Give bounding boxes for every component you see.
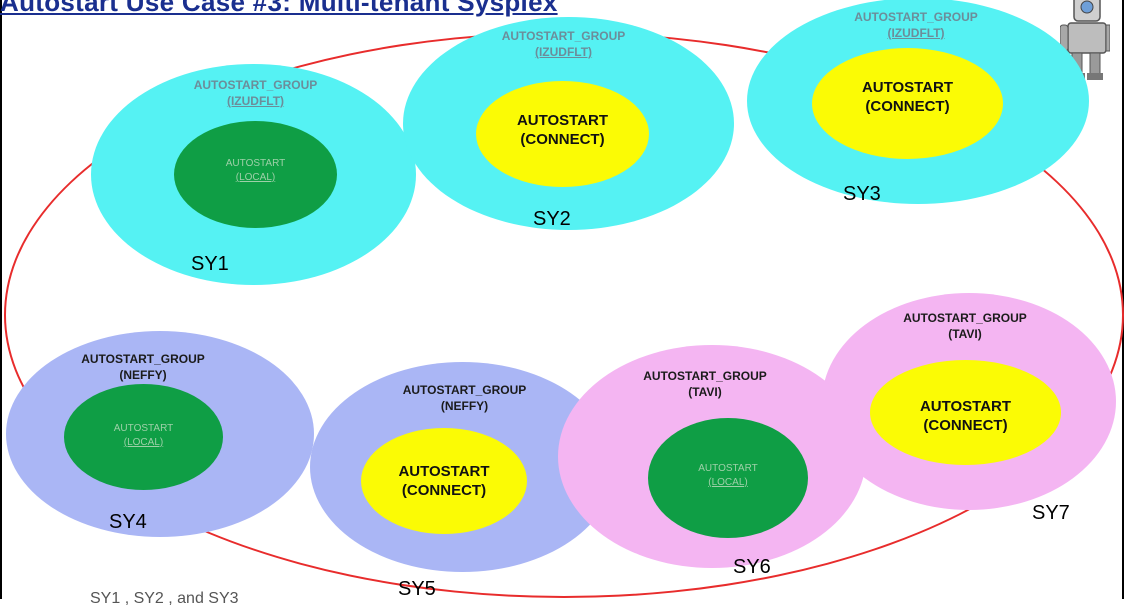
sy4-label: SY4 [109, 511, 147, 533]
sy4-group-label: AUTOSTART_GROUP(NEFFY) [81, 352, 205, 382]
sy7-group-label: AUTOSTART_GROUP(TAVI) [903, 311, 1027, 341]
sy5-autostart-label: AUTOSTART(CONNECT) [398, 463, 490, 499]
sy6-label: SY6 [733, 556, 771, 578]
sy7-label: SY7 [1032, 502, 1070, 524]
sy1-group-label: AUTOSTART_GROUP(IZUDFLT) [193, 78, 318, 108]
sy5-group-label: AUTOSTART_GROUP(NEFFY) [402, 383, 527, 413]
sy6-autostart-label: AUTOSTART(LOCAL) [698, 463, 758, 488]
sy6-local-autostart [648, 418, 808, 538]
sy5-connect-autostart [361, 428, 527, 534]
slide-left-border [0, 0, 2, 599]
sy2-connect-autostart [476, 81, 649, 187]
sy7-connect-autostart [870, 360, 1061, 465]
sy3-label: SY3 [843, 183, 881, 205]
sy2-autostart-label: AUTOSTART(CONNECT) [516, 112, 609, 148]
sy1-label: SY1 [191, 253, 229, 275]
sy4-local-autostart [64, 384, 223, 490]
sy3-autostart-label: AUTOSTART(CONNECT) [861, 79, 954, 115]
sy7-autostart-label: AUTOSTART(CONNECT) [919, 398, 1012, 434]
sy1-local-autostart [174, 121, 337, 228]
slide-title: Autostart Use Case #3: Multi-tenant Sysp… [0, 0, 558, 17]
sy2-label: SY2 [533, 208, 571, 230]
sy3-connect-autostart [812, 48, 1003, 159]
sy6-group-label: AUTOSTART_GROUP(TAVI) [643, 369, 767, 399]
sy1-autostart-label: AUTOSTART(LOCAL) [225, 158, 286, 183]
sy3-group-label: AUTOSTART_GROUP(IZUDFLT) [854, 10, 978, 40]
sy4-autostart-label: AUTOSTART(LOCAL) [113, 423, 174, 448]
sy2-group-label: AUTOSTART_GROUP(IZUDFLT) [501, 29, 626, 59]
footer-text: SY1 , SY2 , and SY3 [90, 590, 239, 607]
sy5-label: SY5 [398, 578, 436, 600]
